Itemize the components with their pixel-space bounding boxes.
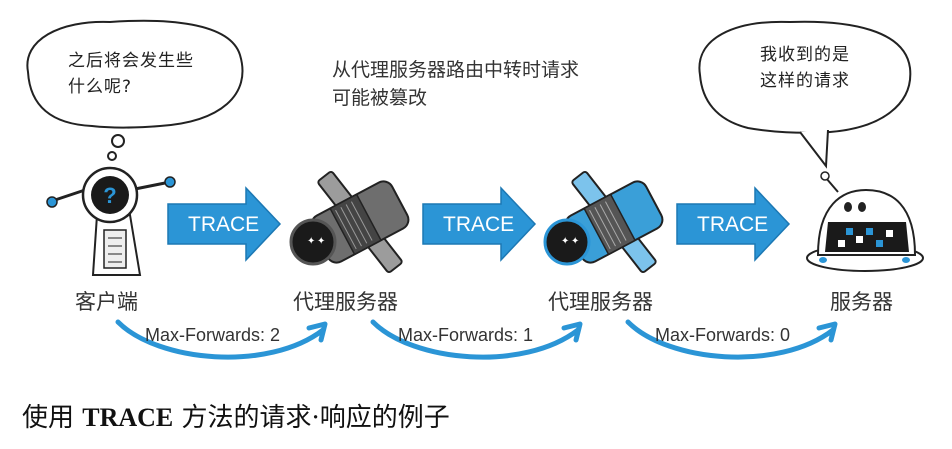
trace-arrow-3-label: TRACE	[697, 213, 769, 236]
client-thought-bubble	[26, 19, 244, 161]
hop-3-label: Max-Forwards: 0	[655, 325, 791, 345]
caption-suffix: 方法的请求·响应的例子	[173, 403, 450, 433]
trace-arrow-2-label: TRACE	[443, 213, 515, 236]
diagram-canvas: ? ✦ ✦	[26, 19, 924, 360]
figure-caption: 使用 TRACE 方法的请求·响应的例子	[22, 397, 450, 434]
caption-prefix: 使用	[22, 403, 83, 433]
svg-text:✦: ✦	[317, 236, 325, 247]
client-robot-icon: ?	[46, 166, 176, 276]
trace-arrow-2	[422, 186, 537, 262]
svg-text:✦: ✦	[561, 236, 569, 247]
proxy-2-label: 代理服务器	[548, 290, 653, 314]
trace-arrow-3	[676, 186, 791, 262]
hop-curve-2	[370, 319, 581, 360]
proxy-server-2-icon: ✦ ✦	[543, 170, 664, 274]
server-label: 服务器	[830, 290, 893, 314]
hop-curve-head-1	[306, 321, 328, 343]
server-thought-bubble	[698, 20, 912, 169]
hop-1-label: Max-Forwards: 2	[145, 325, 281, 345]
svg-text:✦: ✦	[307, 236, 315, 247]
server-thought-text: 我收到的是 这样的请求	[760, 45, 850, 91]
hop-curve-1	[115, 319, 326, 360]
client-label: 客户端	[75, 290, 138, 314]
svg-text:✦: ✦	[571, 236, 579, 247]
client-thought-text: 之后将会发生些 什么呢?	[68, 51, 194, 97]
trace-arrows	[167, 186, 791, 262]
hop-curve-head-2	[561, 321, 583, 343]
trace-diagram: ? ✦ ✦	[26, 19, 924, 360]
trace-arrow-1-label: TRACE	[188, 213, 260, 236]
proxy-server-1-icon: ✦ ✦	[289, 170, 410, 274]
max-forwards-curves	[115, 319, 838, 360]
tamper-note: 从代理服务器路由中转时请求 可能被篡改	[332, 59, 580, 109]
hop-curve-3	[625, 319, 836, 360]
caption-method: TRACE	[82, 403, 174, 432]
proxy-1-label: 代理服务器	[293, 290, 398, 314]
svg-text:?: ?	[103, 183, 116, 208]
trace-arrow-1	[167, 186, 282, 262]
hop-2-label: Max-Forwards: 1	[398, 325, 534, 345]
hop-curve-head-3	[816, 321, 838, 343]
server-robot-icon	[806, 171, 924, 272]
